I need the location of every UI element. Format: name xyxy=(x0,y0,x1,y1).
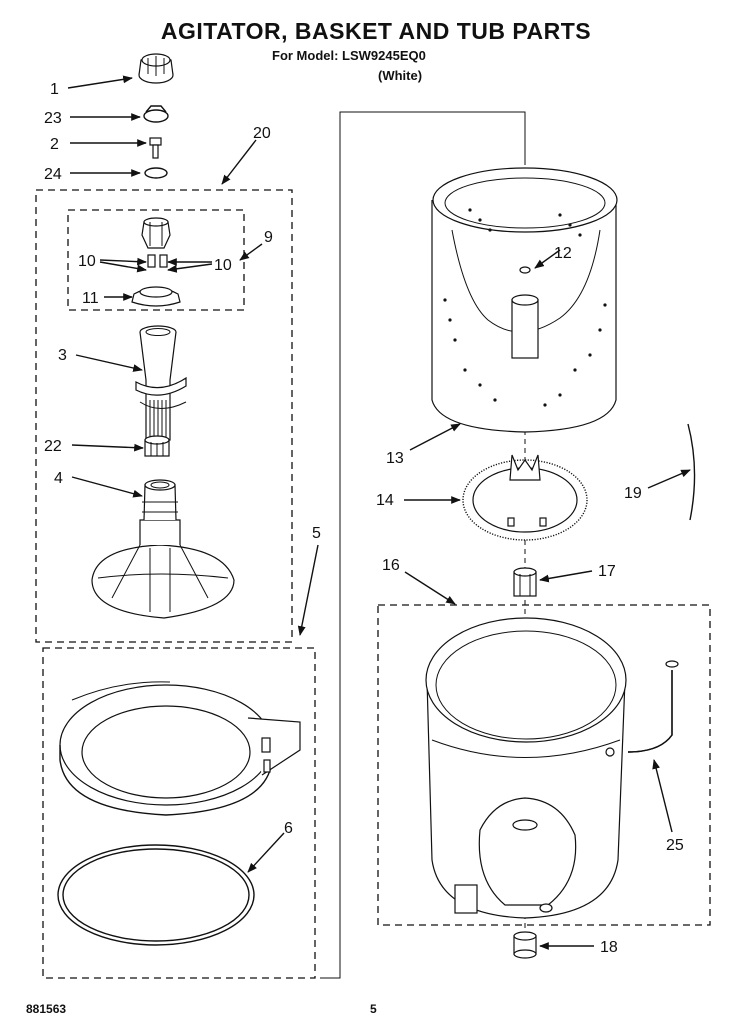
tub-seal-ring xyxy=(57,844,255,946)
agitator-cam-group-box xyxy=(67,209,245,311)
callout-17: 17 xyxy=(598,563,616,580)
callout-10-left: 10 xyxy=(78,253,96,270)
leader-1 xyxy=(67,75,133,89)
page-number: 5 xyxy=(370,1002,377,1016)
leader-5 xyxy=(297,544,319,636)
color-line: (White) xyxy=(378,68,423,83)
agitator-coupler xyxy=(144,435,170,457)
callout-22: 22 xyxy=(44,438,62,455)
spin-basket xyxy=(431,167,618,433)
diagram-title: AGITATOR, BASKET AND TUB PARTS xyxy=(160,18,592,44)
leader-22 xyxy=(71,443,144,452)
leader-12 xyxy=(534,249,561,269)
drain-hose-strip xyxy=(687,423,696,521)
assembly-leader-line xyxy=(320,111,526,979)
callout-14: 14 xyxy=(376,492,394,509)
callout-2: 2 xyxy=(50,136,59,153)
agitator-cam-assembly xyxy=(131,217,181,307)
leader-9 xyxy=(239,243,263,261)
outer-tub-group-box xyxy=(377,604,711,926)
document-number: 881563 xyxy=(26,1002,67,1016)
fill-hose xyxy=(627,660,679,753)
callout-12: 12 xyxy=(554,245,572,262)
callout-18: 18 xyxy=(600,939,618,956)
retainer-clip xyxy=(143,105,169,123)
agitator-cap xyxy=(138,53,174,84)
leader-4 xyxy=(71,476,143,498)
tub-ring xyxy=(59,681,301,816)
leader-6 xyxy=(247,832,285,873)
leader-13 xyxy=(409,423,461,451)
callout-1: 1 xyxy=(50,81,59,98)
callout-23: 23 xyxy=(44,110,62,127)
leader-10b xyxy=(99,261,147,273)
agitator-barrel xyxy=(135,325,187,441)
washer-ring xyxy=(144,167,168,179)
callout-4: 4 xyxy=(54,470,63,487)
agitator-group-box xyxy=(35,189,293,643)
callout-9: 9 xyxy=(264,229,273,246)
callout-5: 5 xyxy=(312,525,321,542)
tub-ring-group-box xyxy=(42,647,316,979)
agitator-bolt xyxy=(149,137,162,159)
callout-10-right: 10 xyxy=(214,257,232,274)
tub-bushing xyxy=(513,931,537,959)
leader-10a xyxy=(99,257,147,266)
basket-drive-hub xyxy=(462,454,588,541)
callout-16: 16 xyxy=(382,557,400,574)
callout-24: 24 xyxy=(44,166,62,183)
agitator-base xyxy=(91,479,235,619)
leader-17 xyxy=(539,570,593,583)
callout-13: 13 xyxy=(386,450,404,467)
callout-11: 11 xyxy=(82,290,99,307)
leader-19 xyxy=(647,469,691,489)
leader-20 xyxy=(221,139,257,185)
callout-20: 20 xyxy=(253,125,271,142)
callout-3: 3 xyxy=(58,347,67,364)
callout-6: 6 xyxy=(284,820,293,837)
spanner-nut xyxy=(513,567,537,597)
leader-10d xyxy=(167,263,213,273)
callout-25: 25 xyxy=(666,837,684,854)
outer-tub xyxy=(425,617,627,919)
leader-16 xyxy=(404,571,456,605)
callout-19: 19 xyxy=(624,485,642,502)
model-line: For Model: LSW9245EQ0 xyxy=(272,48,426,63)
leader-3 xyxy=(75,354,143,372)
leader-25 xyxy=(652,759,673,833)
